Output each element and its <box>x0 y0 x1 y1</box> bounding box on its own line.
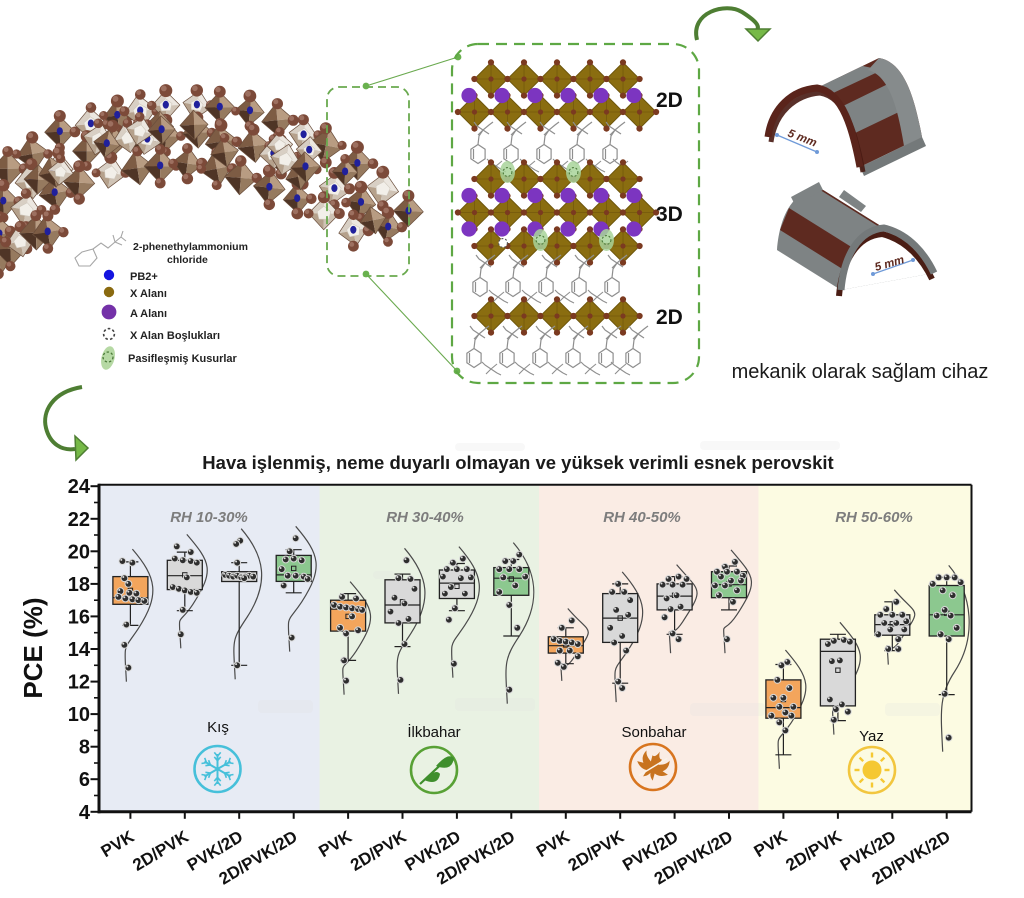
svg-text:10: 10 <box>68 704 90 726</box>
svg-text:3D: 3D <box>656 203 683 226</box>
svg-text:18: 18 <box>68 574 90 596</box>
svg-text:İlkbahar: İlkbahar <box>407 723 460 741</box>
svg-text:Yaz: Yaz <box>859 728 884 745</box>
svg-text:RH 50-60%: RH 50-60% <box>835 509 913 526</box>
svg-text:Sonbahar: Sonbahar <box>621 724 686 741</box>
svg-text:16: 16 <box>68 606 90 628</box>
svg-text:20: 20 <box>68 541 90 563</box>
svg-text:24: 24 <box>68 476 91 498</box>
svg-text:chloride: chloride <box>167 254 208 266</box>
svg-text:2D: 2D <box>656 306 683 329</box>
svg-text:12: 12 <box>68 672 90 694</box>
svg-text:8: 8 <box>79 737 90 759</box>
svg-text:4: 4 <box>79 802 91 824</box>
svg-text:Pasifleşmiş Kusurlar: Pasifleşmiş Kusurlar <box>128 353 238 365</box>
svg-text:PB2+: PB2+ <box>130 271 158 283</box>
svg-text:22: 22 <box>68 509 90 531</box>
svg-text:14: 14 <box>68 639 91 661</box>
svg-text:RH 30-40%: RH 30-40% <box>386 509 464 526</box>
svg-text:X Alanı: X Alanı <box>130 288 167 300</box>
svg-text:Kış: Kış <box>207 719 229 736</box>
svg-text:RH 40-50%: RH 40-50% <box>603 509 681 526</box>
svg-text:mekanik olarak sağlam cihaz: mekanik olarak sağlam cihaz <box>732 361 989 383</box>
svg-text:PCE (%): PCE (%) <box>18 597 48 698</box>
svg-text:2D: 2D <box>656 89 683 112</box>
svg-text:A Alanı: A Alanı <box>130 308 167 320</box>
svg-text:6: 6 <box>79 769 90 791</box>
svg-text:X Alan Boşlukları: X Alan Boşlukları <box>130 330 220 342</box>
svg-text:RH 10-30%: RH 10-30% <box>170 509 248 526</box>
svg-text:2-phenethylammonium: 2-phenethylammonium <box>133 241 248 253</box>
svg-text:Hava işlenmiş, neme duyarlı ol: Hava işlenmiş, neme duyarlı olmayan ve y… <box>202 452 833 473</box>
